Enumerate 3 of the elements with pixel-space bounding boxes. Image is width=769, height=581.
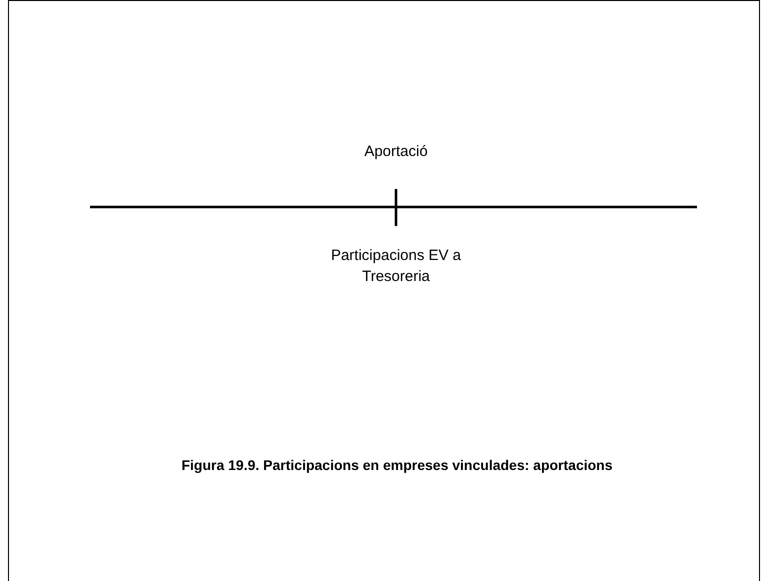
entry-label: Aportació bbox=[363, 142, 429, 162]
figure-caption: Figura 19.9. Participacions en empreses vinculades: aportacions bbox=[180, 456, 614, 475]
entry-label: Participacions EV a Tresoreria bbox=[330, 246, 462, 287]
